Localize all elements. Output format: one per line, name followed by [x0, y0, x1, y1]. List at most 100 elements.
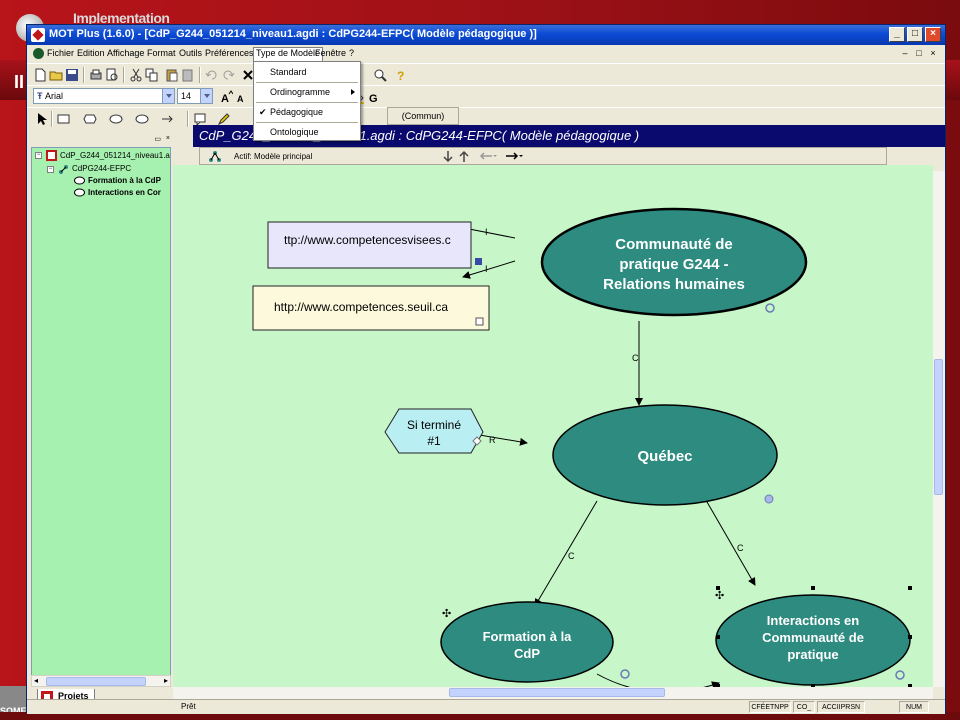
menu-help[interactable]: ?	[349, 48, 355, 58]
style-scope-box[interactable]: (Commun)	[387, 107, 459, 125]
move-cursor-icon: ✣	[442, 608, 451, 620]
zoom-in-icon[interactable]	[373, 68, 387, 82]
menu-bar: Fichier Edition Affichage Format Outils …	[27, 45, 945, 63]
increase-font-icon[interactable]: A	[219, 90, 233, 104]
hexagon-tool-icon[interactable]	[83, 112, 97, 126]
menu-option-standard[interactable]: Standard	[254, 64, 360, 80]
concept-quebec[interactable]	[552, 404, 778, 506]
paste-icon[interactable]	[165, 68, 179, 82]
connector-port-icon[interactable]	[895, 670, 905, 680]
menu-preferences[interactable]: Préférences	[205, 48, 254, 58]
link-quebec-formation[interactable]	[534, 500, 598, 607]
menu-option-ontologique[interactable]: Ontologique	[254, 124, 360, 140]
delete-icon[interactable]	[241, 68, 255, 82]
url-node-competences-seuil[interactable]	[252, 285, 490, 331]
link-arrow-tool-icon[interactable]	[161, 112, 175, 126]
copy-icon[interactable]	[145, 68, 159, 82]
menu-fenetre[interactable]: Fenêtre	[315, 48, 347, 58]
scrollbar-thumb[interactable]	[46, 677, 146, 686]
open-folder-icon[interactable]	[49, 68, 63, 82]
menu-edition[interactable]: Edition	[77, 48, 105, 58]
tree-item-interactions[interactable]: Interactions en Cor	[88, 188, 161, 197]
mdi-minimize-button[interactable]: –	[902, 48, 908, 58]
font-size-select[interactable]: 14	[177, 88, 213, 104]
canvas-vertical-scrollbar[interactable]	[933, 171, 945, 687]
collapse-icon[interactable]: −	[35, 152, 42, 159]
menu-affichage[interactable]: Affichage	[107, 48, 145, 58]
oval-tool-icon[interactable]	[135, 112, 149, 126]
print-icon[interactable]	[89, 68, 103, 82]
url-node-competencesvisees[interactable]	[267, 221, 472, 269]
font-family-select[interactable]: Ŧ Arial	[33, 88, 175, 104]
tree-item-root[interactable]: CdP_G244_051214_niveau1.ag	[60, 151, 171, 160]
app-icon[interactable]	[31, 28, 45, 42]
concept-formation-cdp[interactable]	[440, 601, 614, 683]
menu-outils[interactable]: Outils	[179, 48, 203, 58]
link-label-c3: C	[737, 543, 744, 553]
scrollbar-thumb[interactable]	[449, 688, 665, 697]
undo-icon[interactable]	[205, 68, 219, 82]
concept-cdp-line-2: pratique G244 -	[619, 256, 728, 273]
title-bar[interactable]: MOT Plus (1.6.0) - [CdP_G244_051214_nive…	[27, 25, 945, 45]
document-icon[interactable]	[33, 48, 44, 59]
panel-pin-icon[interactable]: ▭	[154, 136, 161, 143]
connector-port-icon[interactable]	[620, 669, 630, 679]
menu-option-ordinogramme[interactable]: Ordinogramme	[254, 84, 360, 100]
model-tree-icon[interactable]	[208, 150, 222, 163]
back-arrow-icon[interactable]	[478, 150, 498, 163]
link-cdp-url2[interactable]	[462, 260, 516, 279]
comment-icon[interactable]	[193, 112, 207, 126]
canvas-horizontal-scrollbar[interactable]	[173, 687, 933, 699]
diagram-canvas[interactable]: I I C R C C P ttp://www.competencesvisee…	[173, 165, 933, 687]
rectangle-tool-icon[interactable]	[57, 112, 71, 126]
menu-format[interactable]: Format	[147, 48, 176, 58]
concept-cdp-g244[interactable]	[540, 207, 808, 317]
tree-item-formation[interactable]: Formation à la CdP	[88, 176, 161, 185]
scroll-left-icon[interactable]: ◂	[34, 676, 39, 685]
panel-close-icon[interactable]: ×	[165, 135, 170, 142]
collapse-icon[interactable]: −	[47, 166, 54, 173]
chevron-down-icon[interactable]	[162, 89, 174, 103]
arrow-up-icon[interactable]	[458, 150, 470, 163]
chevron-down-icon[interactable]	[200, 89, 212, 103]
new-file-icon[interactable]	[33, 68, 47, 82]
paste-special-icon[interactable]	[181, 68, 195, 82]
arrow-down-icon[interactable]	[442, 150, 454, 163]
minimize-button[interactable]: _	[889, 27, 905, 42]
connector-port-icon[interactable]	[765, 303, 775, 313]
close-button[interactable]: ×	[925, 27, 941, 42]
font-size-value: 14	[181, 91, 192, 101]
condition-node[interactable]	[384, 408, 484, 454]
edit-pen-icon[interactable]	[217, 112, 231, 126]
concept-formation-line-2: CdP	[514, 646, 540, 661]
condition-handle[interactable]	[472, 436, 482, 446]
save-icon[interactable]	[65, 68, 79, 82]
menu-fichier[interactable]: Fichier	[47, 48, 75, 58]
tree-item-model[interactable]: CdPG244-EFPC	[72, 164, 132, 173]
selection-handles[interactable]	[716, 586, 912, 687]
group-icon[interactable]: G	[367, 90, 381, 104]
tree-horizontal-scrollbar[interactable]: ◂ ▸	[31, 675, 171, 687]
select-pointer-icon[interactable]	[35, 112, 49, 126]
print-preview-icon[interactable]	[105, 68, 119, 82]
ellipse-tool-icon[interactable]	[109, 112, 123, 126]
cut-icon[interactable]	[129, 68, 143, 82]
link-quebec-interactions[interactable]	[702, 494, 756, 586]
link-formation-interactions[interactable]	[596, 673, 720, 687]
connector-port-icon[interactable]	[764, 494, 774, 504]
redo-icon[interactable]	[221, 68, 235, 82]
menu-option-pedagogique[interactable]: ✔Pédagogique	[254, 104, 360, 120]
scrollbar-thumb[interactable]	[934, 359, 943, 495]
mdi-restore-button[interactable]: □	[916, 48, 922, 58]
active-model-label: Actif: Modèle principal	[234, 152, 313, 161]
mdi-close-button[interactable]: ×	[930, 48, 936, 58]
status-cell: CFÉETNPP	[749, 701, 791, 713]
help-icon[interactable]: ?	[393, 68, 407, 82]
status-bar: Prêt CFÉETNPP CO_ ACCIIPRSN NUM	[27, 699, 945, 714]
toolbar-separator	[123, 67, 125, 83]
scroll-right-icon[interactable]: ▸	[163, 676, 168, 685]
menu-type-de-modele[interactable]: Type de Modèle	[253, 47, 324, 62]
forward-arrow-icon[interactable]	[504, 150, 524, 163]
decrease-font-icon[interactable]: A	[235, 90, 249, 104]
maximize-button[interactable]: □	[907, 27, 923, 42]
